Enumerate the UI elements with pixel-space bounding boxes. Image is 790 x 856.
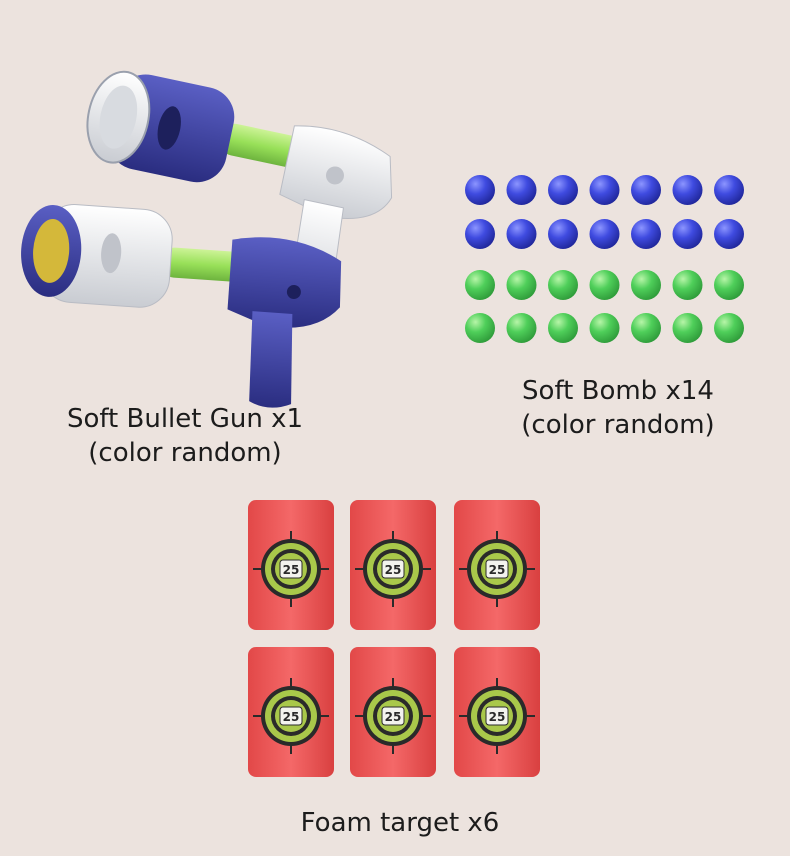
blue-soft-bomb <box>506 175 537 205</box>
foam-target: 25 <box>454 647 540 777</box>
blue-soft-bomb <box>589 175 620 205</box>
green-soft-bomb <box>631 313 661 343</box>
target-emblem: 25 <box>385 563 402 577</box>
blue-soft-bomb <box>465 219 495 249</box>
foam-target: 25 <box>454 500 540 630</box>
blue-soft-bomb <box>672 175 703 205</box>
foam-target: 25 <box>248 500 334 630</box>
blue-soft-bomb <box>714 175 744 205</box>
soft-bomb-grid <box>465 175 744 343</box>
bomb-color-note: (color random) <box>521 410 715 440</box>
bomb-name: Soft Bomb x14 <box>522 376 714 406</box>
target-emblem: 25 <box>489 710 506 724</box>
green-soft-bomb <box>548 313 578 343</box>
blue-soft-bomb <box>465 175 495 205</box>
gun-color-note: (color random) <box>88 438 282 468</box>
gun-caption: Soft Bullet Gun x1 (color random) <box>40 402 330 470</box>
soft-bullet-gun-2 <box>21 204 342 408</box>
foam-target: 25 <box>350 647 436 777</box>
target-name: Foam target x6 <box>300 808 500 838</box>
green-soft-bomb <box>589 313 620 343</box>
green-soft-bomb <box>631 270 661 300</box>
blue-soft-bomb <box>589 219 620 249</box>
target-emblem: 25 <box>385 710 402 724</box>
blue-soft-bomb <box>672 219 703 249</box>
blue-soft-bomb <box>548 219 578 249</box>
blue-soft-bomb <box>506 219 537 249</box>
green-soft-bomb <box>465 313 495 343</box>
green-soft-bomb <box>672 313 703 343</box>
foam-target: 25 <box>350 500 436 630</box>
target-caption: Foam target x6 <box>255 806 545 840</box>
green-soft-bomb <box>465 270 495 300</box>
foam-target: 25 <box>248 647 334 777</box>
target-emblem: 25 <box>283 710 300 724</box>
blue-soft-bomb <box>631 175 661 205</box>
foam-target-grid: 25 25 25 25 25 25 <box>248 500 540 777</box>
green-soft-bomb <box>589 270 620 300</box>
target-emblem: 25 <box>489 563 506 577</box>
green-soft-bomb <box>672 270 703 300</box>
bomb-caption: Soft Bomb x14 (color random) <box>493 374 743 442</box>
gun-name: Soft Bullet Gun x1 <box>66 404 304 434</box>
blue-soft-bomb <box>714 219 744 249</box>
green-soft-bomb <box>506 270 537 300</box>
blue-soft-bomb <box>548 175 578 205</box>
green-soft-bomb <box>714 313 744 343</box>
green-soft-bomb <box>714 270 744 300</box>
green-soft-bomb <box>548 270 578 300</box>
blue-soft-bomb <box>631 219 661 249</box>
target-emblem: 25 <box>283 563 300 577</box>
green-soft-bomb <box>506 313 537 343</box>
